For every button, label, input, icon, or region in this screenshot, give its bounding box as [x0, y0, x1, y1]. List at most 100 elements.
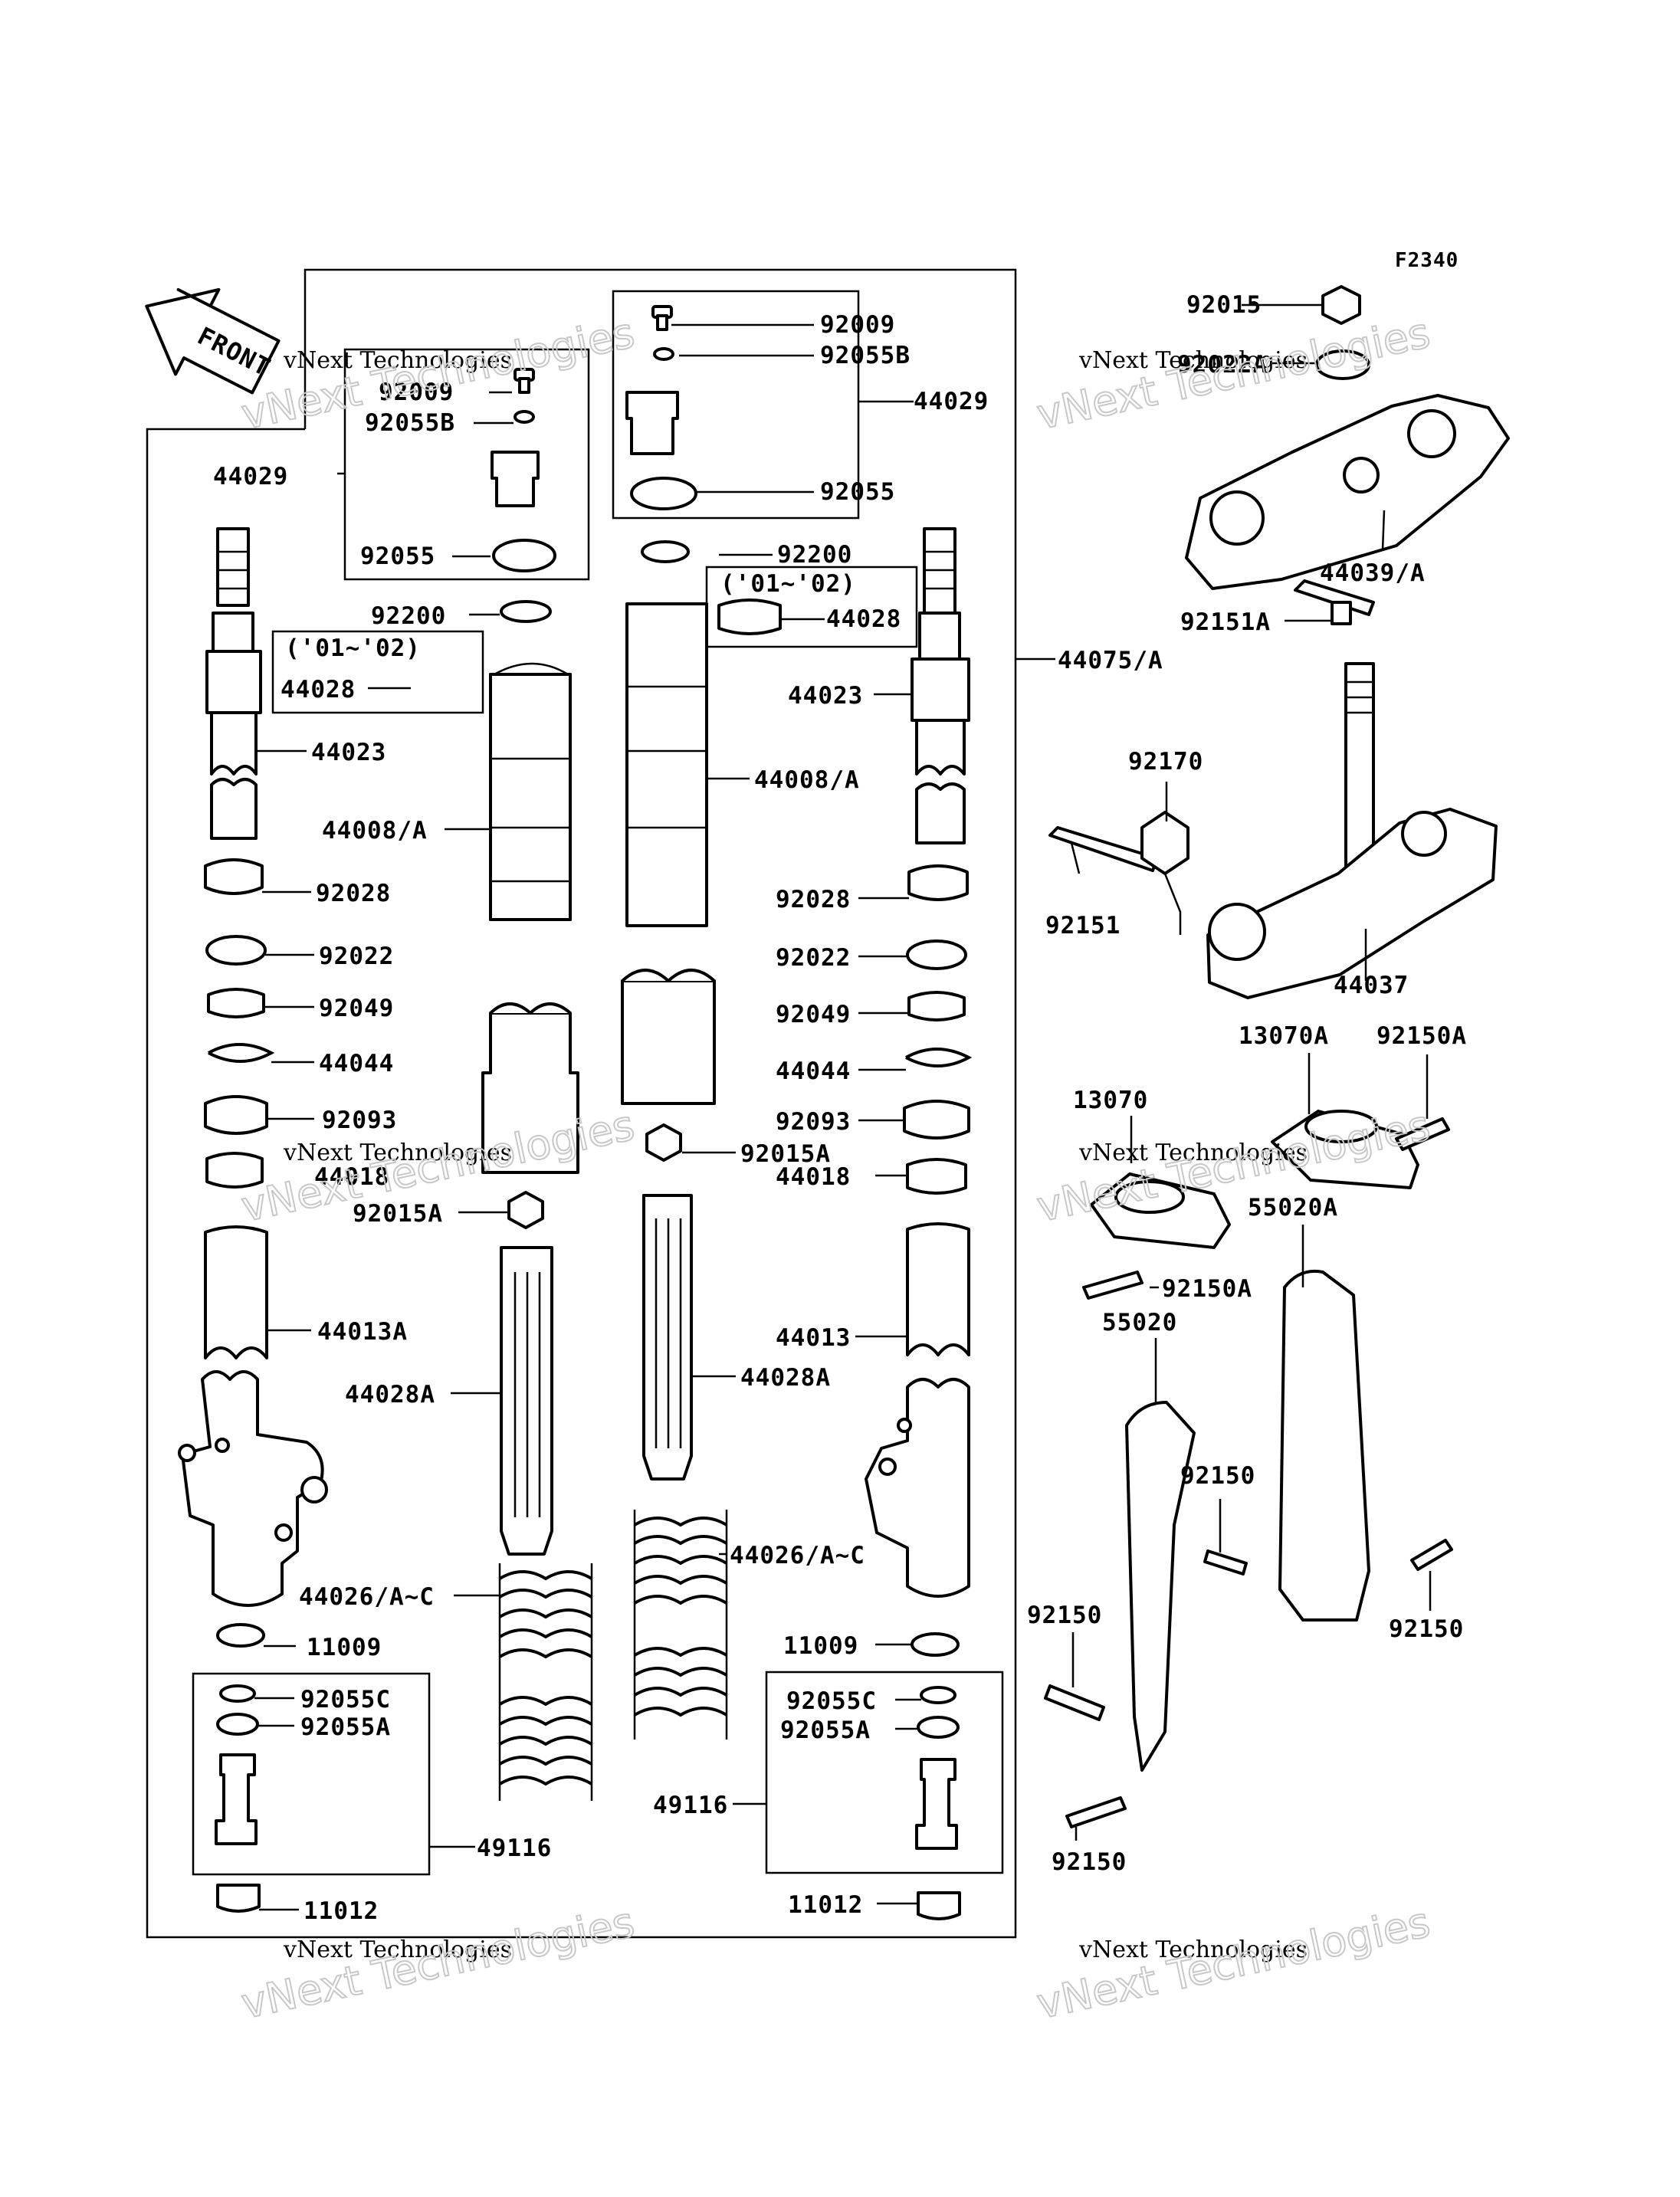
label-l44018: 44018 [314, 1163, 389, 1191]
axle-bracket-right [865, 1378, 970, 1598]
label-l92055A: 92055A [300, 1713, 391, 1741]
label-a44075: 44075/A [1058, 647, 1163, 674]
label-r92049: 92049 [776, 1001, 851, 1028]
label-a13070A: 13070A [1239, 1022, 1329, 1050]
spring-44026-left [498, 1563, 593, 1801]
outer-tube-44008-left [489, 673, 572, 921]
steering-assembly [1044, 285, 1510, 1828]
fork-cap-right [625, 391, 679, 455]
svg-text:vNext Technologies: vNext Technologies [1078, 1936, 1308, 1963]
svg-text:vNext Technologies: vNext Technologies [1078, 1139, 1308, 1166]
label-r11009: 11009 [783, 1632, 858, 1660]
seal-92093-left [204, 1095, 268, 1135]
bolt-92150-b [1410, 1539, 1453, 1571]
label-r49116: 49116 [653, 1792, 728, 1819]
bolt-92150-c [1044, 1684, 1105, 1721]
nut-92015A-left [507, 1191, 544, 1229]
label-a55020A: 55020A [1248, 1194, 1338, 1221]
label-r44028A: 44028A [740, 1364, 831, 1392]
bushing-92028-left [204, 858, 264, 895]
label-a13070: 13070 [1073, 1087, 1148, 1114]
bolt-11012-left [216, 1884, 261, 1913]
label-a92150-c: 92150 [1027, 1602, 1102, 1629]
svg-text:vNext Technologies: vNext Technologies [1078, 347, 1308, 374]
label-r92055B: 92055B [820, 342, 911, 369]
right-fork-parts [621, 305, 973, 1920]
left-fork-parts [178, 368, 593, 1913]
label-a92150A-top: 92150A [1376, 1022, 1467, 1050]
label-r-years: ('01~'02) [720, 570, 856, 598]
clamp-92170 [1140, 811, 1189, 875]
tube-44013-right [906, 1222, 970, 1356]
tube-44013A-left [204, 1225, 268, 1359]
washer-11009-right [911, 1632, 960, 1657]
bolt-11012-right [917, 1891, 961, 1920]
label-r92009: 92009 [820, 311, 895, 339]
bushing-92028-right [907, 864, 969, 901]
label-r92200: 92200 [777, 541, 852, 569]
assembly-frames [146, 268, 1017, 1939]
label-r44044: 44044 [776, 1058, 851, 1085]
label-l44028A: 44028A [345, 1381, 435, 1408]
valve-49116-left [215, 1753, 258, 1845]
label-r44013: 44013 [776, 1324, 851, 1352]
damper-rod-left [216, 527, 250, 607]
label-r44026: 44026/A~C [730, 1542, 865, 1569]
washer-92022A [1315, 349, 1370, 380]
label-r92055A: 92055A [780, 1717, 871, 1744]
tube-44023-left [205, 650, 262, 714]
valve-49116-right [915, 1758, 958, 1850]
label-l92022: 92022 [319, 943, 394, 970]
label-a92151: 92151 [1045, 912, 1121, 939]
label-r92015A: 92015A [740, 1140, 831, 1168]
front-arrow: FRONT [145, 287, 281, 395]
label-r44028: 44028 [826, 605, 901, 633]
label-l44026: 44026/A~C [299, 1583, 435, 1611]
seal-92049-right [907, 991, 966, 1021]
label-a44037: 44037 [1334, 972, 1409, 999]
label-figure-code: F2340 [1395, 249, 1459, 272]
label-l49116: 49116 [477, 1835, 552, 1862]
nut-92015 [1321, 285, 1361, 325]
part-labels: F2340 44029 92009 92055B 92055 44029 920… [213, 249, 1467, 1925]
washer-11009-left [216, 1623, 265, 1648]
label-l92028: 92028 [316, 880, 391, 907]
bolt-92150A-top [1395, 1117, 1450, 1151]
tube-44023-right [911, 657, 970, 722]
label-l44008: 44008/A [322, 817, 428, 844]
label-l44029: 44029 [213, 463, 288, 490]
label-l92055C: 92055C [300, 1686, 391, 1713]
watermark-bottom-right: vNext Technologies vNext Technologies [1032, 1897, 1436, 2029]
label-l44013A: 44013A [317, 1318, 408, 1346]
clip-44044-left [208, 1043, 275, 1063]
label-a92015: 92015 [1186, 291, 1262, 319]
axle-bracket-left [181, 1370, 324, 1607]
label-a92150-b: 92150 [1389, 1615, 1464, 1643]
label-r92055C: 92055C [786, 1687, 877, 1715]
label-l92015A: 92015A [353, 1200, 443, 1228]
fork-guard-55020A [1278, 1270, 1370, 1622]
label-r44029: 44029 [914, 388, 989, 415]
label-l44044: 44044 [319, 1050, 394, 1077]
label-l92200: 92200 [371, 602, 446, 630]
seal-92049-left [207, 988, 265, 1018]
label-l44023: 44023 [311, 739, 386, 766]
label-l92055B: 92055B [365, 409, 455, 437]
label-r11012: 11012 [788, 1891, 863, 1919]
label-l92049: 92049 [319, 995, 394, 1022]
label-r92022: 92022 [776, 944, 851, 972]
bolt-92150A-bottom [1082, 1271, 1144, 1300]
leader-lines [254, 303, 1432, 1911]
label-l11012: 11012 [304, 1897, 379, 1925]
label-r44023: 44023 [788, 682, 863, 710]
label-r44008: 44008/A [754, 766, 860, 794]
label-r44018: 44018 [776, 1163, 851, 1191]
washer-92022-right [906, 939, 967, 970]
label-a92022A: 92022A [1177, 351, 1268, 379]
label-a92150A-bot: 92150A [1162, 1275, 1252, 1303]
svg-text:vNext Technologies: vNext Technologies [283, 347, 512, 374]
bushing-44018-left [205, 1152, 264, 1189]
clip-44044-right [905, 1048, 973, 1067]
washer-92022-left [205, 935, 267, 966]
